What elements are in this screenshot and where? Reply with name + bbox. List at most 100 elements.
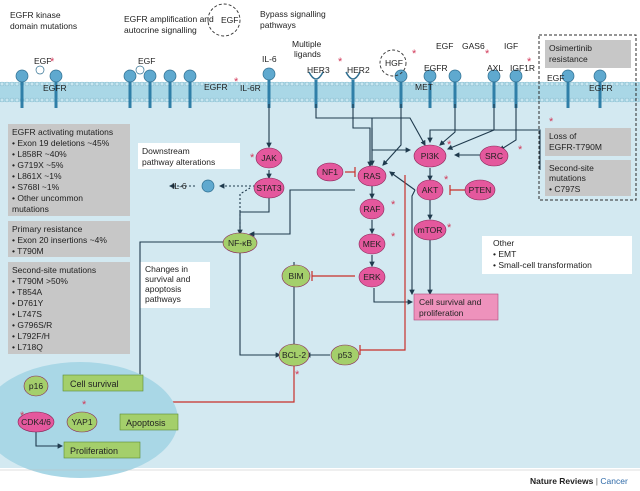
egfr-receptor [49,69,63,108]
pi3k-node: PI3K [413,144,447,168]
activating-lines-item: mutations [12,204,49,214]
akt-to-survival-arrow [409,189,416,296]
nf1-node: NF1 [316,162,344,182]
second-site-c797s-1: Second-site [549,163,594,173]
her2-to-ras-arrow [352,104,373,168]
survival-proliferation-2: proliferation [419,308,464,318]
cell-membrane [0,82,640,102]
osimertinib-dashed-box [538,34,637,201]
bypass-label-1: Bypass signalling [260,9,326,19]
second-site-mutations-box [8,262,130,354]
ras-label: RAS [363,171,381,181]
bypass-label-2: pathways [260,20,296,30]
mutation-star-icon: * [485,48,490,60]
egfr-receptor [15,69,29,108]
met-label: MET [415,82,433,92]
yap1-node: YAP1 [66,411,98,433]
primary-resistance-box [8,221,130,257]
feedback-to-pi3k-arrow [427,129,541,170]
jak-label: JAK [261,153,277,163]
igf1r-to-src-arrow [499,104,517,151]
her2-label: HER2 [347,65,370,75]
stat3-label: STAT3 [256,183,281,193]
raf-node: RAF [359,198,385,220]
second-site-c797s-3: • C797S [549,184,581,194]
egf-autocrine-circle [207,3,241,37]
akt-label: AKT [422,185,439,195]
cell-survival-label: Cell survival [70,379,119,389]
egfr-label-osimertinib: EGFR [589,83,613,93]
egfr-label-kinase: EGFR [43,83,67,93]
other-box [482,236,632,274]
changes-label-1: Changes in [145,264,188,274]
activating-mutations-box [8,124,130,216]
other-item-sclc: • Small-cell transformation [493,260,592,270]
raf-label: RAF [364,204,381,214]
src-node: SRC [479,145,509,167]
egf-label-bypass: EGF [436,41,453,51]
kinase-label-2: domain mutations [10,21,77,31]
her2-receptor [345,71,361,108]
il6-label: IL-6 [262,54,277,64]
activating-lines-item: • G719X ~5% [12,160,64,170]
activating-lines-item: • L861X ~1% [12,171,62,181]
activating-lines-item: • Other uncommon [12,193,83,203]
egfr-receptor [183,69,197,108]
gas6-label: GAS6 [462,41,485,51]
mtor-label: mTOR [418,225,443,235]
mutation-star-icon: * [527,56,532,68]
downstream-label-2: pathway alterations [142,157,215,167]
downstream-label-bg [138,143,240,169]
bcl2-label: BCL-2 [282,350,306,360]
her3-receptor [308,71,324,108]
mutation-star-icon: * [20,410,25,422]
yap1-label: YAP1 [71,417,92,427]
activating-lines-title: EGFR activating mutations [12,127,113,137]
second-lines-title: Second-site mutations [12,265,96,275]
other-title: Other [493,238,514,248]
loss-t790m-box [545,128,631,156]
survival-proliferation-1: Cell survival and [419,297,482,307]
activating-mutations-lines: EGFR activating mutations• Exon 19 delet… [12,127,113,214]
pten-label: PTEN [469,185,492,195]
changes-label-bg [140,262,210,308]
egf-ligand [35,65,45,75]
second-site-c797s-2: mutations [549,173,586,183]
bim-label: BIM [288,271,303,281]
osimertinib-title-box [545,40,631,68]
axl-label: AXL [487,63,503,73]
cdk46-label: CDK4/6 [21,417,51,427]
egf-label-osimertinib: EGF [547,73,564,83]
mek-node: MEK [358,233,386,255]
second-lines-item: • L747S [12,309,42,319]
p53-label: p53 [338,350,352,360]
ras-crosslink-arrow [371,128,412,153]
egf-ligand [135,65,145,75]
other-item-emt: • EMT [493,249,516,259]
kinase-label-bg [8,8,100,38]
osimertinib-title-2: resistance [549,54,588,64]
multiple-ligands-2: ligands [294,49,321,59]
second-lines-item: • D761Y [12,298,44,308]
her3-label: HER3 [307,65,330,75]
apoptosis-box [119,413,179,431]
egfr-receptor [143,69,157,108]
amplification-label-1: EGFR amplification and [124,14,214,24]
mutation-star-icon: * [444,174,449,186]
downstream-label-1: Downstream [142,146,190,156]
changes-label-4: pathways [145,294,181,304]
akt-inhibits-p53 [360,175,406,351]
il6r-receptor [262,67,276,108]
activating-lines-item: • Exon 19 deletions ~45% [12,138,110,148]
her3-to-pi3k-arrow [316,117,426,146]
egfr-label-bypass: EGFR [424,63,448,73]
met-receptor [394,69,408,108]
membrane-lipid-heads [0,81,640,103]
p53-node: p53 [330,344,360,366]
akt-to-nfkb-arrow [248,189,355,237]
mutation-star-icon: * [391,231,396,243]
primary-lines-item: • Exon 20 insertions ~4% [12,235,107,245]
erk-label: ERK [363,272,381,282]
mutation-star-icon: * [549,116,554,128]
